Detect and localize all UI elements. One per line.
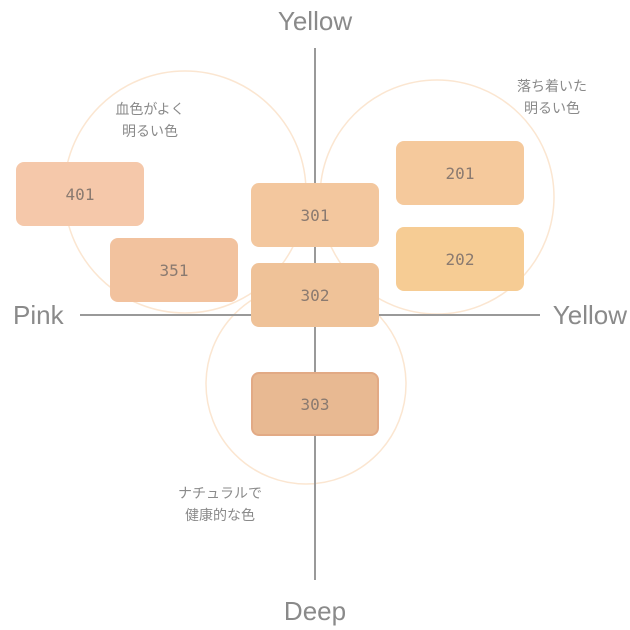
region-label-bottom: ナチュラルで 健康的な色 [165,483,275,527]
swatch-301: 301 [251,183,379,247]
region-label-top-left: 血色がよく 明るい色 [80,99,220,143]
swatch-401: 401 [16,162,144,226]
region-label-line: 血色がよく [115,102,185,118]
swatch-303: 303 [251,372,379,436]
region-label-line: ナチュラルで [178,486,262,502]
axis-label-top: Yellow [277,6,353,36]
region-label-line: 健康的な色 [185,508,255,524]
swatch-302: 302 [251,263,379,327]
region-label-line: 明るい色 [122,124,178,140]
region-label-top-right: 落ち着いた 明るい色 [492,76,612,120]
swatch-351: 351 [110,238,238,302]
axis-label-bottom: Deep [283,596,347,626]
swatch-202: 202 [396,227,524,291]
axis-label-right: Yellow [552,300,627,330]
axis-label-left: Pink [13,300,64,330]
swatch-201: 201 [396,141,524,205]
region-label-line: 明るい色 [524,101,580,117]
region-label-line: 落ち着いた [517,79,587,95]
